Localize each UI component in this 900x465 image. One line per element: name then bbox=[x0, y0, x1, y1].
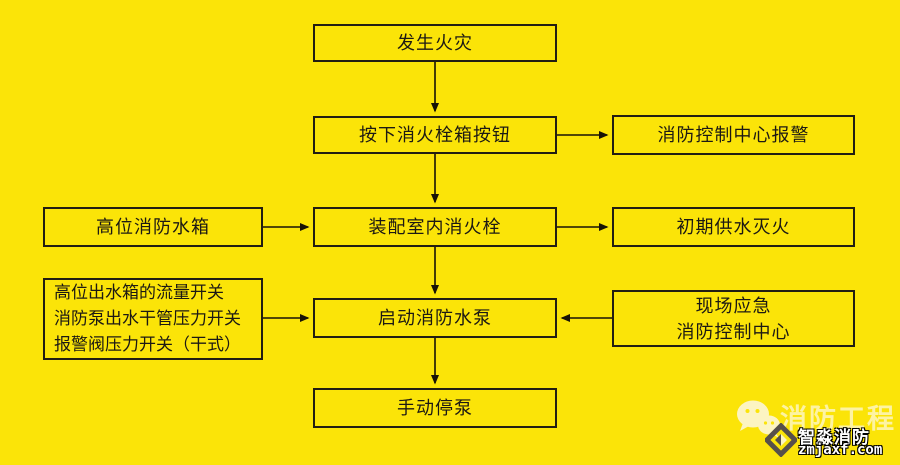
node-label: 装配室内消火栓 bbox=[368, 217, 502, 237]
node-label-line: 消防泵出水干管压力开关 bbox=[54, 309, 241, 328]
watermark-website: zmjaxf.com bbox=[798, 442, 883, 458]
node-fire-control-center-alarm: 消防控制中心报警 bbox=[612, 115, 855, 155]
node-label: 手动停泵 bbox=[397, 398, 473, 418]
node-high-level-water-tank: 高位消防水箱 bbox=[43, 207, 263, 247]
node-label-line: 消防控制中心 bbox=[676, 321, 791, 342]
node-label: 高位消防水箱 bbox=[96, 217, 210, 237]
node-label: 按下消火栓箱按钮 bbox=[359, 125, 511, 145]
node-pressure-flow-switches: 高位出水箱的流量开关 消防泵出水干管压力开关 报警阀压力开关（干式） bbox=[43, 278, 263, 360]
node-start-fire-pump: 启动消防水泵 bbox=[313, 298, 557, 338]
node-manual-pump-stop: 手动停泵 bbox=[313, 388, 557, 428]
watermark-brand-group: 智淼消防 zmjaxf.com bbox=[765, 423, 900, 463]
node-label-line: 高位出水箱的流量开关 bbox=[54, 283, 224, 302]
node-fire-occurs: 发生火灾 bbox=[313, 24, 557, 62]
node-indoor-hydrant: 装配室内消火栓 bbox=[313, 207, 557, 247]
node-label-line: 报警阀压力开关（干式） bbox=[54, 335, 241, 354]
watermark: 消防工程 智淼消防 zmjaxf.com bbox=[725, 393, 900, 465]
node-initial-water-supply: 初期供水灭火 bbox=[612, 207, 855, 247]
diamond-logo-icon bbox=[765, 423, 797, 457]
watermark-program-text: 消防工程 bbox=[780, 404, 896, 434]
node-label: 启动消防水泵 bbox=[378, 308, 492, 328]
node-label: 初期供水灭火 bbox=[676, 217, 791, 237]
node-onsite-emergency-control-center: 现场应急 消防控制中心 bbox=[612, 290, 855, 347]
watermark-brand-name: 智淼消防 bbox=[798, 428, 870, 447]
node-press-hydrant-button: 按下消火栓箱按钮 bbox=[313, 116, 557, 154]
node-label: 消防控制中心报警 bbox=[657, 125, 810, 145]
node-label-line: 现场应急 bbox=[695, 295, 772, 316]
node-label: 发生火灾 bbox=[397, 33, 473, 53]
